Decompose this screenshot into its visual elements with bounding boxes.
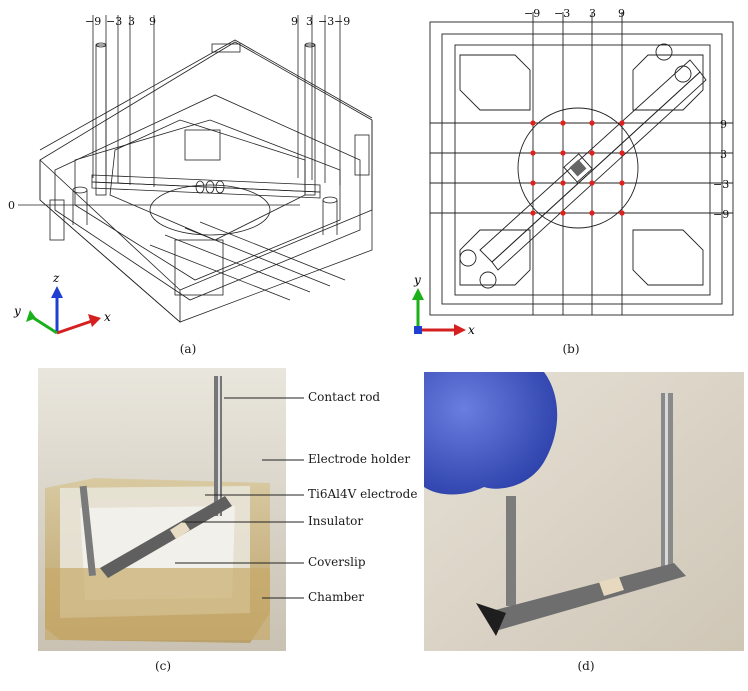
a-tick-r9: 9 [291, 15, 298, 28]
b-top-tick-3: 3 [589, 7, 596, 20]
b-axis-x-label: x [468, 323, 475, 337]
label-chamber: Chamber [308, 590, 364, 604]
b-top-tick-neg3: −3 [554, 7, 570, 20]
electrode-photo [424, 372, 744, 651]
label-ti6al4v-electrode: Ti6Al4V electrode [308, 487, 418, 501]
label-contact-rod: Contact rod [308, 390, 381, 404]
a-tick-rneg9: −9 [334, 15, 350, 28]
panel-a: −9 −3 3 9 9 3 −3 −9 0 z x y (a) [0, 0, 380, 356]
caption-c: (c) [154, 659, 172, 673]
panel-d: (d) [424, 368, 748, 691]
caption-a: (a) [179, 342, 197, 356]
measurement-points [530, 120, 625, 216]
leader-lines [175, 397, 304, 599]
a-tick-3: 3 [128, 15, 135, 28]
a-tick-r3: 3 [306, 15, 313, 28]
a-axis-y-label: y [13, 304, 21, 318]
b-top-tick-neg9: −9 [524, 7, 540, 20]
caption-d: (d) [577, 659, 595, 673]
a-tick-neg9: −9 [85, 15, 101, 28]
top-view-drawing: −9 −3 3 9 9 3 −3 −9 y x [412, 7, 734, 337]
b-right-tick-9: 9 [720, 118, 727, 131]
a-tick-neg3: −3 [106, 15, 122, 28]
isometric-chamber-drawing: −9 −3 3 9 9 3 −3 −9 0 z x y [8, 15, 373, 335]
a-side-label: 0 [8, 199, 15, 212]
label-electrode-holder: Electrode holder [308, 452, 411, 466]
a-axis-z-label: z [52, 271, 60, 285]
panel-c: Contact rod Electrode holder Ti6Al4V ele… [0, 368, 420, 691]
a-tick-9: 9 [149, 15, 156, 28]
b-axis-triad: y x [412, 273, 475, 337]
chamber-photo [38, 368, 286, 651]
b-right-tick-neg9: −9 [713, 208, 729, 221]
b-right-tick-3: 3 [720, 148, 727, 161]
b-top-tick-9: 9 [618, 7, 625, 20]
label-insulator: Insulator [308, 514, 364, 528]
b-axis-y-label: y [413, 273, 421, 287]
a-axis-x-label: x [104, 310, 111, 324]
caption-b: (b) [562, 342, 580, 356]
panel-b: −9 −3 3 9 9 3 −3 −9 y x (b) [400, 0, 748, 356]
a-tick-rneg3: −3 [318, 15, 334, 28]
label-coverslip: Coverslip [308, 555, 366, 569]
b-right-tick-neg3: −3 [713, 178, 729, 191]
a-axis-triad: z x y [13, 271, 111, 335]
